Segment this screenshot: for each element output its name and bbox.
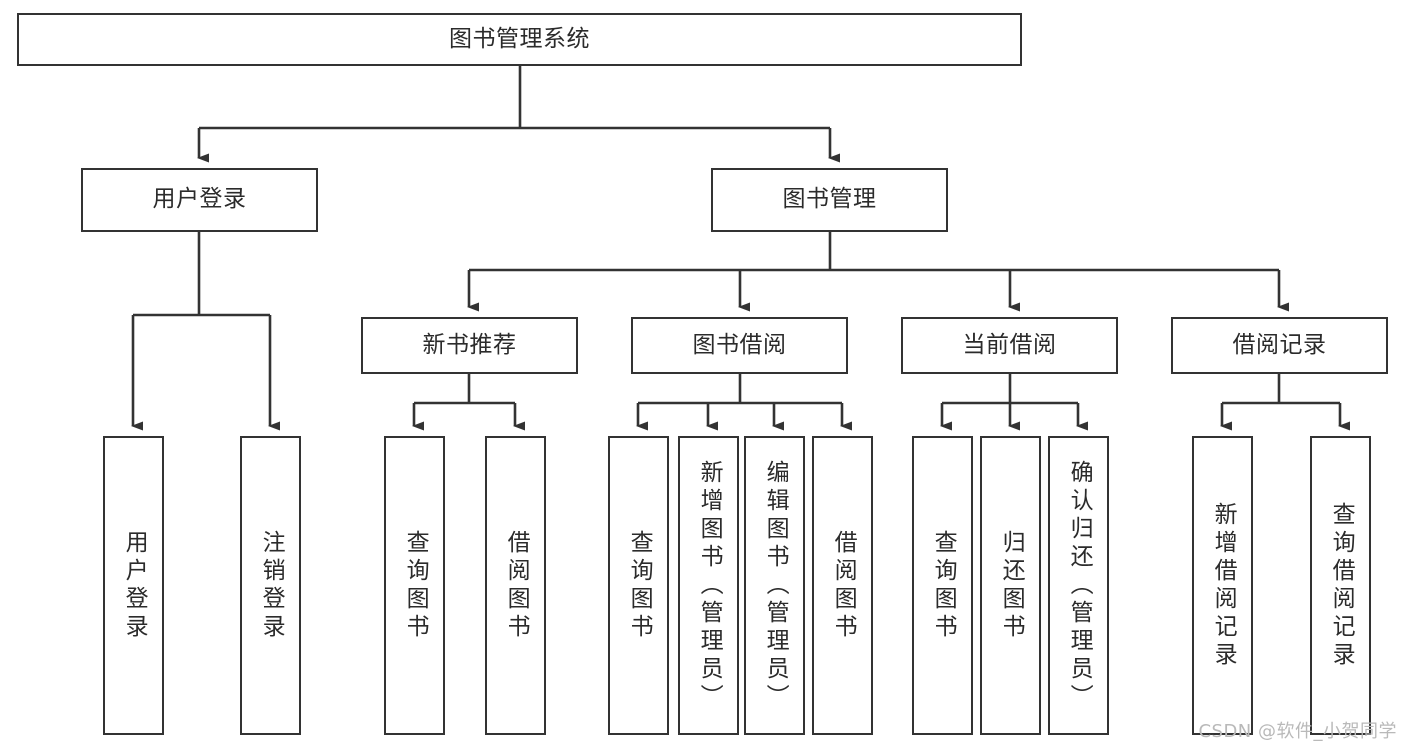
- node-label: 编辑图书（管理员）: [762, 459, 789, 712]
- node-label: 确认归还（管理员）: [1066, 459, 1093, 712]
- node-label: 用户登录: [152, 186, 247, 213]
- node-label: 借阅图书: [503, 529, 530, 642]
- node-leaf-query-borrow-record[interactable]: 查询借阅记录: [1310, 436, 1371, 735]
- node-label: 新书推荐: [422, 331, 517, 358]
- node-label: 当前借阅: [962, 331, 1057, 358]
- node-label: 借阅图书: [830, 529, 857, 642]
- node-label: 注销登录: [258, 529, 285, 642]
- watermark-text: CSDN @软件_小贺同学: [1198, 721, 1397, 742]
- node-leaf-edit-book-admin[interactable]: 编辑图书（管理员）: [744, 436, 805, 735]
- node-label: 查询图书: [402, 529, 429, 642]
- node-leaf-confirm-return-admin[interactable]: 确认归还（管理员）: [1048, 436, 1109, 735]
- node-leaf-return-book[interactable]: 归还图书: [980, 436, 1041, 735]
- node-book-management[interactable]: 图书管理: [711, 168, 948, 232]
- node-leaf-borrow-book[interactable]: 借阅图书: [812, 436, 873, 735]
- node-label: 图书管理系统: [449, 25, 590, 52]
- node-current-borrow[interactable]: 当前借阅: [901, 317, 1118, 374]
- node-label: 查询借阅记录: [1328, 501, 1355, 670]
- node-label: 图书借阅: [692, 331, 787, 358]
- node-root-book-management-system[interactable]: 图书管理系统: [17, 13, 1022, 66]
- node-leaf-borrow-book-recommend[interactable]: 借阅图书: [485, 436, 546, 735]
- node-label: 查询图书: [930, 529, 957, 642]
- node-new-book-recommend[interactable]: 新书推荐: [361, 317, 578, 374]
- node-leaf-user-login[interactable]: 用户登录: [103, 436, 164, 735]
- node-label: 借阅记录: [1232, 331, 1327, 358]
- node-label: 图书管理: [782, 186, 877, 213]
- node-leaf-add-borrow-record[interactable]: 新增借阅记录: [1192, 436, 1253, 735]
- node-user-login[interactable]: 用户登录: [81, 168, 318, 232]
- node-leaf-logout-login[interactable]: 注销登录: [240, 436, 301, 735]
- node-leaf-query-book-current[interactable]: 查询图书: [912, 436, 973, 735]
- node-label: 新增图书（管理员）: [696, 459, 723, 712]
- node-book-borrow[interactable]: 图书借阅: [631, 317, 848, 374]
- node-leaf-query-book-recommend[interactable]: 查询图书: [384, 436, 445, 735]
- node-borrow-record[interactable]: 借阅记录: [1171, 317, 1388, 374]
- node-leaf-add-book-admin[interactable]: 新增图书（管理员）: [678, 436, 739, 735]
- node-leaf-query-book-borrow[interactable]: 查询图书: [608, 436, 669, 735]
- node-label: 归还图书: [998, 529, 1025, 642]
- node-label: 新增借阅记录: [1210, 501, 1237, 670]
- node-label: 查询图书: [626, 529, 653, 642]
- node-label: 用户登录: [121, 529, 148, 642]
